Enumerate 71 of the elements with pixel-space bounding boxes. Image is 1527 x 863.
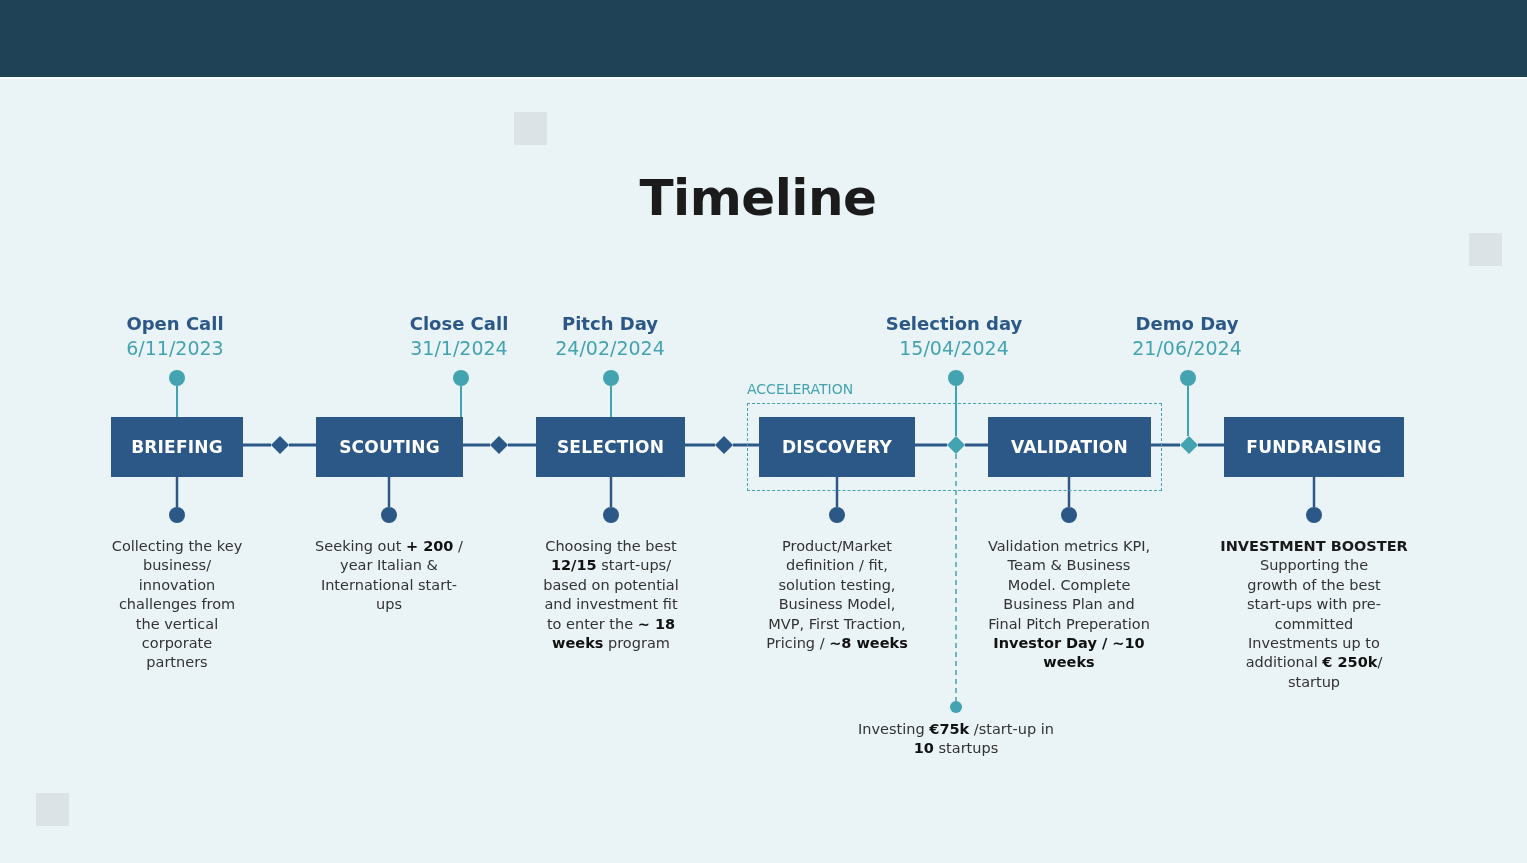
connector-line [915,443,947,447]
timeline-dot-icon [603,370,619,386]
timeline-dot-icon [1180,370,1196,386]
connector-line [955,385,957,437]
step-title: SCOUTING [339,436,440,458]
timeline-dot-icon [381,507,397,523]
group-label: ACCELERATION [747,380,854,398]
connector-line [609,477,613,507]
timeline-dot-icon [950,701,962,713]
diamond-marker-icon [947,436,965,454]
timeline-dot-icon [948,370,964,386]
milestone-title: Demo Day [1135,312,1239,336]
connector-line [463,443,490,447]
step-description: Supporting the growth of the best start-ups with pre-committed Investments up to additional € 250k/ startup [1244,556,1384,692]
timeline-dot-icon [169,507,185,523]
process-box [1224,417,1404,477]
process-box [536,417,685,477]
connector-line [733,443,759,447]
connector-line [1198,443,1224,447]
connector-line [289,443,316,447]
connector-line [965,443,988,447]
milestone-title: Close Call [409,312,509,336]
step-title: DISCOVERY [781,436,893,458]
connector-line [176,385,178,418]
connector-line [243,443,271,447]
connector-line [1067,477,1071,507]
step-title: SELECTION [556,436,665,458]
timeline-dot-icon [829,507,845,523]
connector-line [1312,477,1316,507]
diamond-marker-icon [1180,436,1198,454]
connector-line [175,477,179,507]
timeline-dot-icon [603,507,619,523]
connector-line [1187,385,1189,437]
process-box [316,417,463,477]
timeline-dot-icon [453,370,469,386]
step-title: FUNDRAISING [1246,436,1382,458]
milestone-title: Selection day [885,312,1023,336]
milestone-date: 21/06/2024 [1132,336,1242,361]
page-title: Timeline [639,168,877,229]
connector-line [1151,443,1180,447]
connector-line [387,477,391,507]
process-box [988,417,1151,477]
milestone-title: Pitch Day [562,312,658,336]
milestone-date: 15/04/2024 [899,336,1009,361]
connector-line [610,385,612,418]
process-box [759,417,915,477]
diamond-marker-icon [490,436,508,454]
connector-line [685,443,715,447]
step-description: Validation metrics KPI, Team & Business Model. Complete Business Plan and Final Pitch Preperation Investor Day / ~10 weeks [986,537,1152,673]
connector-line [508,443,536,447]
milestone-date: 24/02/2024 [555,336,665,361]
milestone-title: Open Call [126,312,224,336]
step-description: Investing €75k /start-up in 10 startups [857,720,1055,759]
step-title: VALIDATION [1011,436,1128,458]
process-box [111,417,243,477]
timeline-dot-icon [1061,507,1077,523]
timeline-dot-icon [169,370,185,386]
step-description: Collecting the key business/ innovation challenges from the vertical corporate partners [111,537,243,673]
step-description: Choosing the best 12/15 start-ups/ based on potential and investment fit to enter the ~ 18 weeks program [542,537,680,654]
connector-line [835,477,839,507]
diamond-marker-icon [715,436,733,454]
step-description: Product/Market definition / fit, solution testing, Business Model, MVP, First Traction, Pricing / ~8 weeks [765,537,909,654]
milestone-date: 6/11/2023 [126,336,224,361]
step-title: BRIEFING [131,436,223,458]
timeline-dot-icon [1306,507,1322,523]
diamond-marker-icon [271,436,289,454]
dashed-connector-line [955,453,957,702]
milestone-date: 31/1/2024 [410,336,508,361]
description-heading: INVESTMENT BOOSTER [1220,537,1408,556]
connector-line [460,385,462,418]
step-description: Seeking out + 200 / year Italian & International start-ups [314,537,464,615]
